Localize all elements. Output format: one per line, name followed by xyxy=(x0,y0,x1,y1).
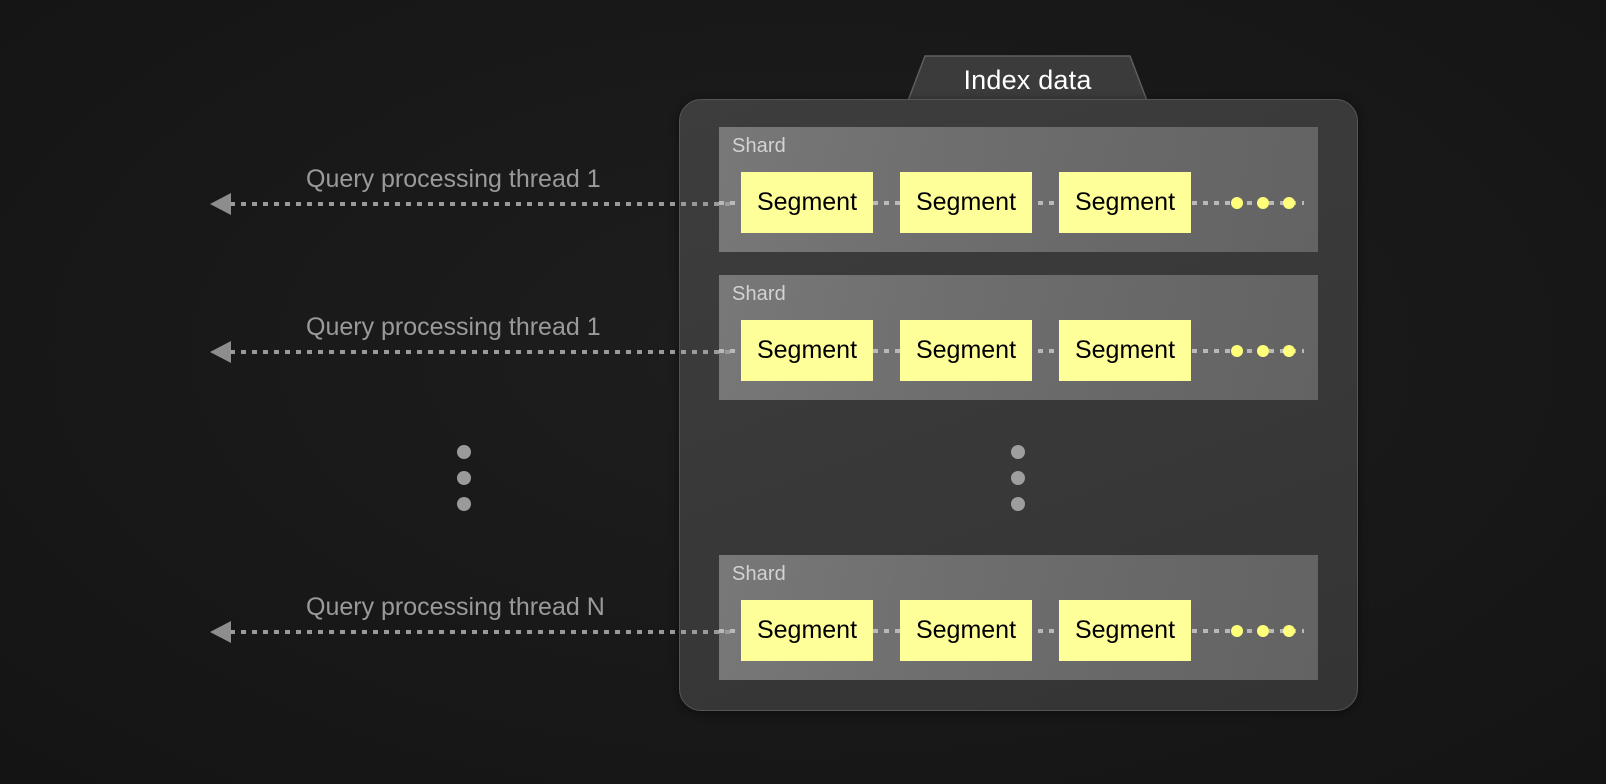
query-thread-row: Query processing thread 1 xyxy=(210,313,730,373)
segment-box: Segment xyxy=(741,320,873,381)
query-thread-row: Query processing thread N xyxy=(210,593,730,653)
more-segments-dot xyxy=(1283,345,1295,357)
query-dotted-line xyxy=(230,350,730,354)
shard-label: Shard xyxy=(732,283,786,305)
segment-box: Segment xyxy=(900,172,1032,233)
arrow-left-icon xyxy=(210,193,231,215)
ellipsis-dot xyxy=(1011,445,1025,459)
query-thread-row: Query processing thread 1 xyxy=(210,165,730,225)
segment-box: Segment xyxy=(1059,600,1191,661)
ellipsis-dot xyxy=(1011,471,1025,485)
more-segments-dot xyxy=(1231,625,1243,637)
more-segments-dot xyxy=(1231,345,1243,357)
arrow-left-icon xyxy=(210,621,231,643)
more-segments-dot xyxy=(1231,197,1243,209)
shard-label: Shard xyxy=(732,135,786,157)
more-segments-dot xyxy=(1257,345,1269,357)
threads-vertical-ellipsis-icon xyxy=(457,445,471,523)
ellipsis-dot xyxy=(457,497,471,511)
index-data-tab: Index data xyxy=(905,55,1150,107)
segment-box: Segment xyxy=(900,600,1032,661)
shard-box: Shard Segment Segment Segment xyxy=(719,127,1318,252)
shards-vertical-ellipsis-icon xyxy=(1011,445,1025,523)
segment-box: Segment xyxy=(1059,172,1191,233)
more-segments-dot xyxy=(1257,197,1269,209)
query-dotted-line xyxy=(230,630,730,634)
more-segments-dot xyxy=(1283,197,1295,209)
shard-box: Shard Segment Segment Segment xyxy=(719,555,1318,680)
segment-box: Segment xyxy=(741,172,873,233)
shard-label: Shard xyxy=(732,563,786,585)
more-segments-dot xyxy=(1283,625,1295,637)
ellipsis-dot xyxy=(457,471,471,485)
more-segments-dot xyxy=(1257,625,1269,637)
segment-box: Segment xyxy=(900,320,1032,381)
query-dotted-line xyxy=(230,202,730,206)
index-data-title: Index data xyxy=(963,64,1092,95)
segment-box: Segment xyxy=(1059,320,1191,381)
ellipsis-dot xyxy=(457,445,471,459)
query-thread-label: Query processing thread N xyxy=(306,593,605,621)
shard-box: Shard Segment Segment Segment xyxy=(719,275,1318,400)
segment-box: Segment xyxy=(741,600,873,661)
query-thread-label: Query processing thread 1 xyxy=(306,313,601,341)
arrow-left-icon xyxy=(210,341,231,363)
query-thread-label: Query processing thread 1 xyxy=(306,165,601,193)
ellipsis-dot xyxy=(1011,497,1025,511)
